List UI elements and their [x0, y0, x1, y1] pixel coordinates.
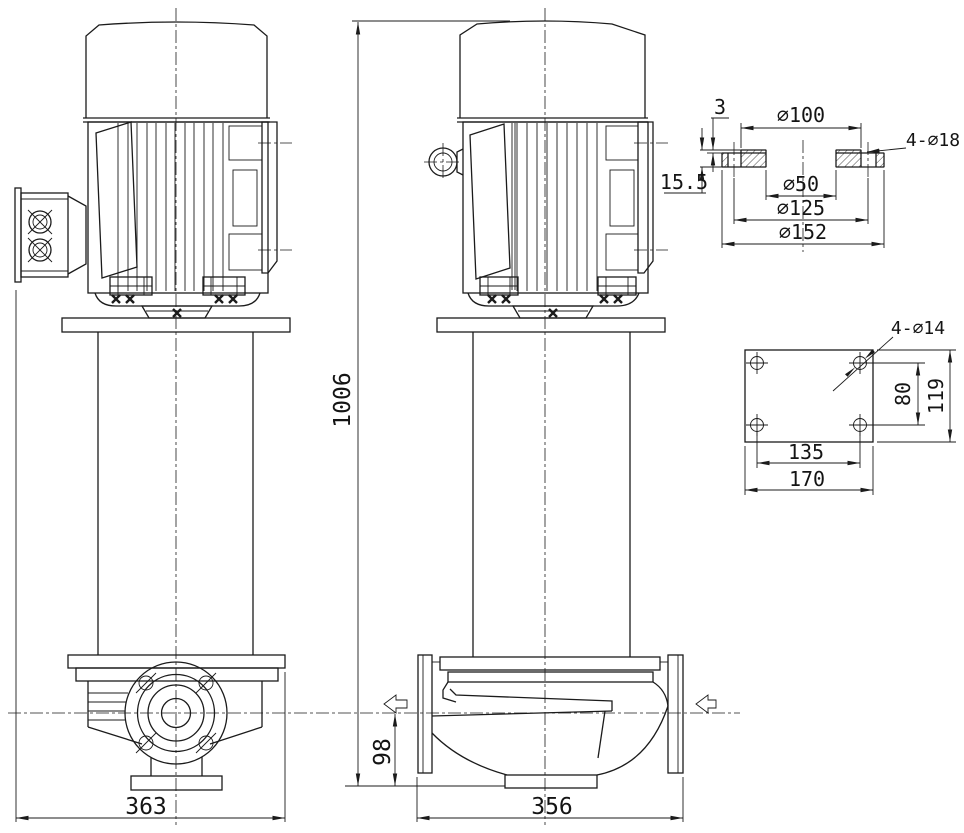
motor-fins [516, 123, 598, 291]
dim-label-15-5: 15.5 [660, 170, 708, 194]
discharge-flange [417, 654, 433, 774]
dim-label-4-d14: 4-∅14 [891, 318, 945, 339]
base-plate-holes [746, 352, 871, 436]
dim-side-overall-width: 356 [416, 777, 684, 822]
motor-body [87, 121, 269, 294]
pump-base [504, 774, 598, 789]
flow-arrow-in-icon [695, 694, 717, 714]
adapter-bolt-mark [548, 308, 558, 318]
lifting-eyebolt [424, 143, 464, 181]
dim-hole-spacing-horizontal: 135 [756, 432, 861, 468]
motor-mounting-plate [61, 317, 291, 333]
cable-gland-icon [28, 210, 52, 234]
dim-label-363: 363 [125, 794, 167, 820]
dim-hole-spacing-vertical: 80 [868, 362, 925, 426]
motor-fan-cover [459, 20, 646, 118]
base-plate-detail: 4-∅14 80 119 135 170 [744, 318, 956, 495]
dim-overall-height: 1006 [330, 20, 510, 786]
suction-flange [667, 654, 684, 774]
suction-bore-circle [160, 697, 192, 729]
dim-bore-diameter: ∅50 [765, 170, 837, 200]
flange-section [721, 140, 885, 252]
dim-label-80: 80 [891, 382, 915, 406]
dim-bolt-circle-diameter: ∅125 [733, 178, 869, 224]
dim-label-4-d18: 4-∅18 [906, 130, 960, 151]
dim-flange-thickness: 15.5 [660, 128, 741, 194]
motor-feet [109, 276, 246, 304]
adapter-bolt-mark [172, 308, 182, 318]
motor-mounting-plate [436, 317, 666, 333]
dim-raised-face-thickness: 3 [707, 95, 729, 172]
motor-body [462, 121, 649, 294]
cable-gland-icon [28, 238, 52, 262]
motor-nameplate [469, 123, 511, 280]
base-plate-holes-callout: 4-∅14 [832, 318, 945, 392]
base-plate-outline [744, 349, 874, 443]
dim-raised-face-diameter: ∅100 [740, 103, 862, 148]
dim-flange-outer-diameter: ∅152 [721, 170, 885, 248]
motor-side-bracket [228, 121, 292, 274]
pump-head-plate [439, 656, 661, 671]
dim-label-d50: ∅50 [783, 172, 819, 196]
dim-label-3: 3 [714, 95, 726, 119]
flange-detail: ∅100 3 15.5 4-∅18 ∅50 [660, 95, 960, 252]
flange-bolt-holes-callout: 4-∅18 [866, 130, 960, 153]
foot-bolt-marks [487, 294, 623, 304]
motor-nameplate [95, 121, 138, 279]
dim-label-356: 356 [531, 794, 573, 820]
side-view: 1006 98 356 [330, 20, 717, 822]
dim-suction-height: 98 [370, 714, 398, 786]
dim-label-98: 98 [370, 738, 396, 766]
flow-arrow-out-icon [383, 694, 408, 714]
motor-feet [479, 276, 637, 304]
motor-fins [117, 123, 224, 291]
dim-plate-width: 170 [744, 446, 874, 495]
dim-label-135: 135 [788, 440, 824, 464]
pump-casing-front [87, 661, 263, 791]
foot-bolt-marks [111, 294, 238, 304]
dim-label-d100: ∅100 [777, 103, 825, 127]
pump-casing-side [345, 654, 717, 789]
dim-label-119: 119 [924, 378, 948, 414]
dim-label-170: 170 [789, 467, 825, 491]
dim-front-overall-width: 363 [15, 290, 286, 822]
dim-label-1006: 1006 [330, 372, 356, 427]
bottom-flange [130, 775, 223, 791]
dim-label-d152: ∅152 [779, 220, 827, 244]
centerlines [8, 8, 740, 825]
front-view: 363 [14, 21, 292, 822]
terminal-box [14, 187, 87, 283]
dim-label-d125: ∅125 [777, 196, 825, 220]
motor-side-bracket [605, 121, 668, 274]
suction-flange-circle [124, 661, 228, 765]
dim-plate-depth: 119 [877, 349, 956, 443]
motor-fan-cover [85, 21, 268, 118]
flange-bolt-holes [135, 672, 217, 754]
